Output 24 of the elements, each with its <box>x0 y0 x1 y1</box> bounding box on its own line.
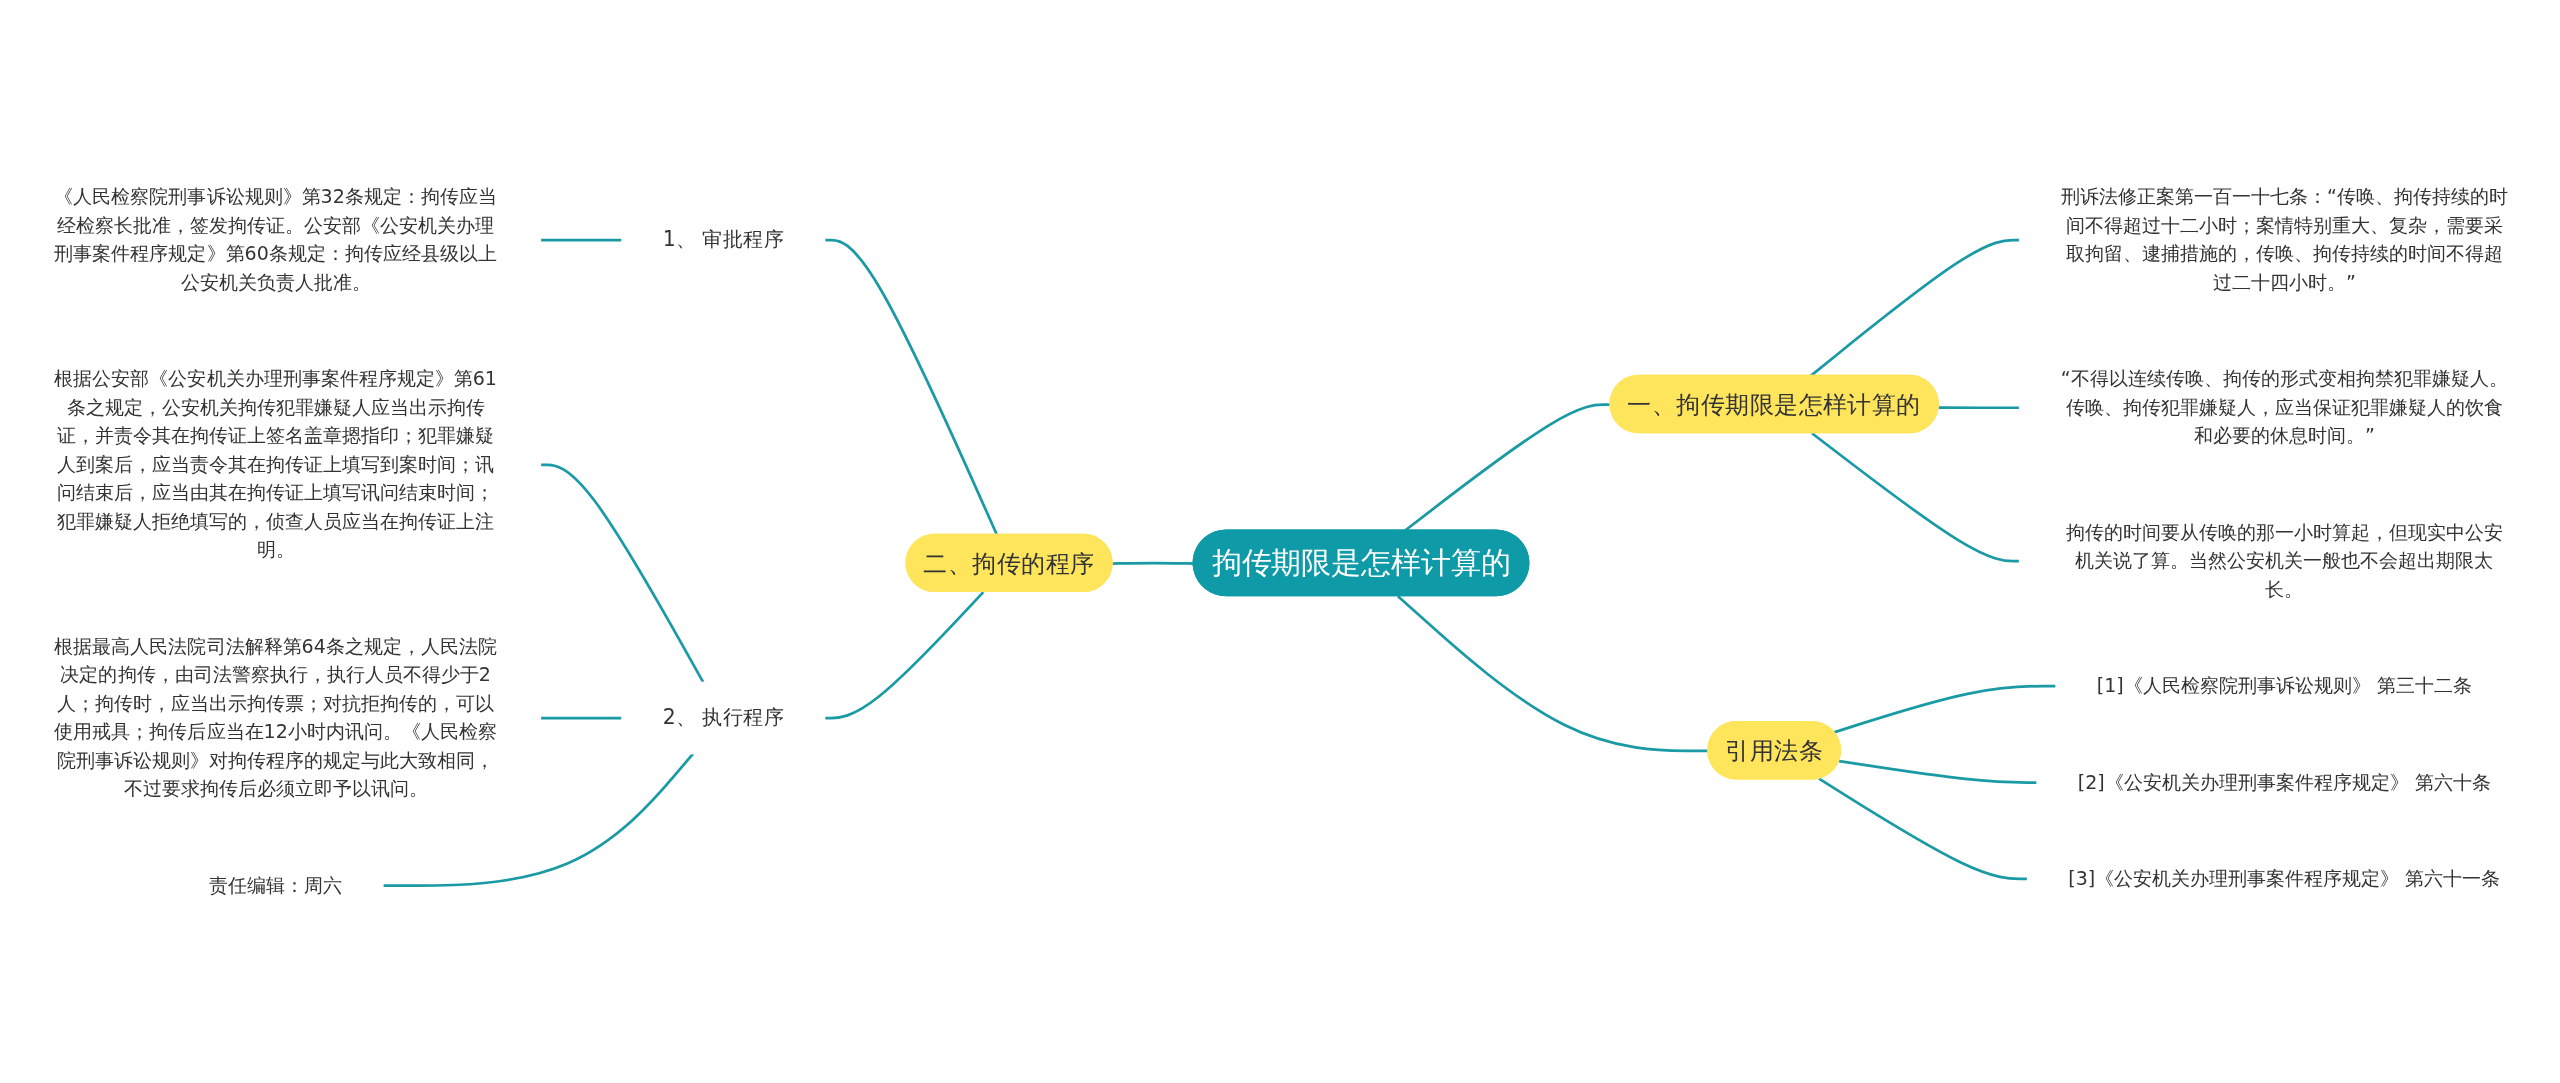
node-text: [1]《人民检察院刑事诉讼规则》 第三十二条 <box>2096 674 2472 697</box>
node-text: 刑诉法修正案第一百一十七条：“传唤、拘传持续的时间不得超过十二小时；案情特别重大、复杂，需要采取拘留、逮捕措施的，传唤、拘传持续的时间不得超过二十四小时。” <box>2060 185 2508 293</box>
node-text: 拘传的时间要从传唤的那一小时算起，但现实中公安机关说了算。当然公安机关一般也不会超出期限太长。 <box>2065 521 2503 600</box>
node-text: “不得以连续传唤、拘传的形式变相拘禁犯罪嫌疑人。传唤、拘传犯罪嫌疑人，应当保证犯罪嫌疑人的饮食和必要的休息时间。” <box>2060 367 2508 447</box>
connector <box>540 716 622 720</box>
node-text: [3]《公安机关办理刑事案件程序规定》 第六十一条 <box>2068 867 2501 890</box>
connector <box>1833 684 2056 734</box>
connector <box>824 238 999 536</box>
connector <box>1838 759 2037 784</box>
connector <box>1818 777 2028 881</box>
node-text: 《人民检察院刑事诉讼规则》第32条规定：拘传应当经检察长批准，签发拘传证。公安部《公安机关办理刑事案件程序规定》第60条规定：拘传应经县级以上公安机关负责人批准。 <box>54 185 497 293</box>
node-text: 根据最高人民法院司法解释第64条之规定，人民法院决定的拘传，由司法警察执行，执行人员不得少于2人；拘传时，应当出示拘传票；对抗拒拘传的，可以使用戒具；拘传后应当在12小时内讯问。《人民检察院刑事诉讼规则》对拘传程序的规定与此大致相同，不过要求拘传后必须立即予以讯问。 <box>54 635 497 800</box>
connector <box>1397 595 1709 753</box>
connector <box>540 463 705 684</box>
connector <box>1811 432 2020 563</box>
node-text: 责任编辑：周六 <box>209 874 343 896</box>
connector <box>382 752 695 888</box>
connector <box>540 238 622 242</box>
node-text: 根据公安部《公安机关办理刑事案件程序规定》第61条之规定，公安机关拘传犯罪嫌疑人应当出示拘传证，并责令其在拘传证上签名盖章摁指印；犯罪嫌疑人到案后，应当责令其在拘传证上填写到案时间；讯问结束后，应当由其在拘传证上填写讯问结束时间；犯罪嫌疑人拒绝填写的，侦查人员应当在拘传证上注明。 <box>54 367 497 561</box>
node-text: 2、 执行程序 <box>662 705 784 730</box>
connector <box>1938 406 2020 410</box>
node-text: [2]《公安机关办理刑事案件程序规定》 第六十条 <box>2077 770 2491 793</box>
node-text: 1、 审批程序 <box>662 227 784 252</box>
connector <box>824 591 985 720</box>
